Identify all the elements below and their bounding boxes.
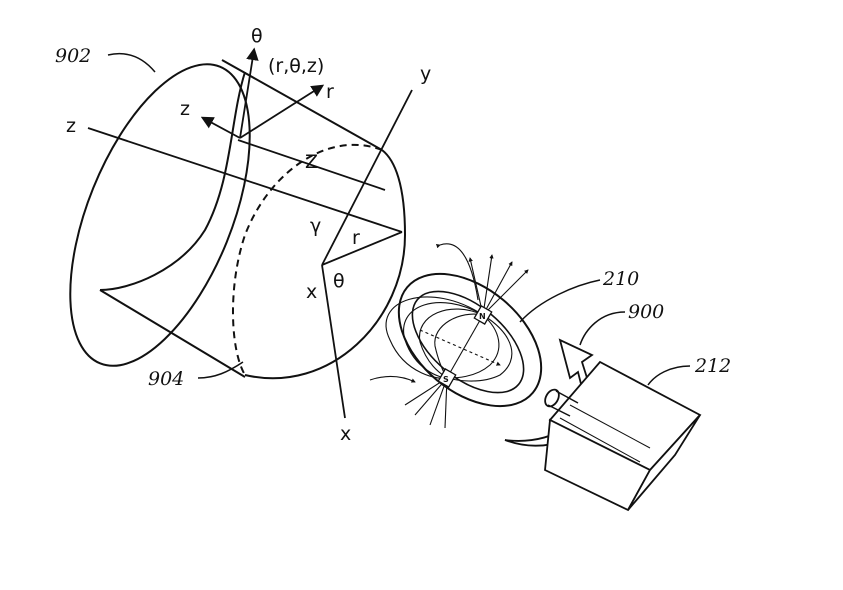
y-axis-line — [321, 89, 413, 266]
radius-line — [321, 231, 403, 266]
ref-900: 900 — [628, 301, 664, 323]
x-axis-line — [321, 264, 346, 419]
z-arrow-label: z — [180, 98, 190, 120]
leader-902 — [107, 53, 156, 73]
theta-angle-label: θ — [333, 270, 345, 292]
ref-212: 212 — [694, 355, 731, 377]
point-coords-label: (r,θ,z) — [268, 55, 324, 77]
point-z-line — [237, 139, 386, 191]
z-axis-label: z — [66, 115, 76, 137]
cylinder-bottom-edge — [99, 289, 246, 378]
south-pole-label: S — [443, 375, 449, 384]
theta-arrow — [239, 47, 259, 139]
leaders — [107, 53, 691, 386]
ref-902: 902 — [55, 45, 91, 67]
cylinder-right-end-solid — [244, 149, 407, 380]
leader-904 — [197, 361, 244, 379]
motor-top — [627, 414, 701, 511]
leader-210 — [519, 279, 601, 323]
gamma-label: γ — [310, 215, 321, 237]
north-pole-label: N — [479, 312, 486, 321]
south-pole-block — [437, 368, 457, 388]
leader-900 — [579, 311, 626, 346]
magnet-ring-outer — [397, 272, 543, 408]
cylinder — [69, 59, 407, 380]
ref-210: 210 — [602, 268, 639, 290]
z-arrow — [200, 116, 241, 139]
north-pole-block — [473, 305, 493, 325]
r-arrow — [239, 84, 325, 139]
cylinder-top-edge — [221, 59, 383, 151]
x-axis-label: x — [340, 423, 351, 445]
x-small-label: x — [306, 281, 317, 303]
motor-shaft — [544, 388, 560, 408]
r-arrow-label: r — [326, 81, 334, 103]
motor — [544, 360, 702, 512]
leader-212 — [647, 365, 691, 386]
axes — [87, 47, 413, 419]
y-axis-label: y — [420, 63, 431, 85]
cylinder-seam-curve — [99, 71, 246, 291]
z-axis-line — [87, 127, 403, 233]
z-length-label: Z — [305, 151, 318, 173]
r-radius-label: r — [352, 227, 360, 249]
ref-904: 904 — [148, 368, 184, 390]
magnet — [369, 243, 543, 429]
theta-top-label: θ — [251, 25, 263, 47]
cylinder-left-end — [69, 63, 251, 367]
field-lines — [369, 243, 529, 429]
